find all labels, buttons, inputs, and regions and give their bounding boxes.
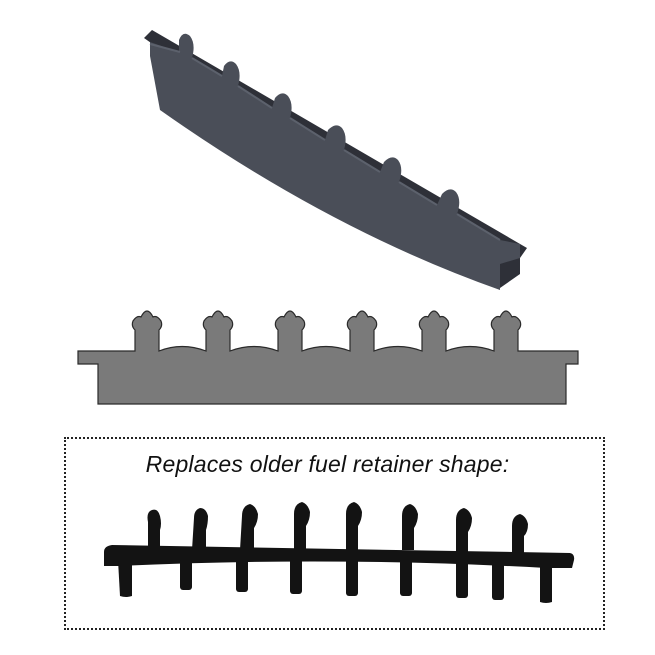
old-retainer-leg (346, 558, 358, 596)
old-retainer-leg (400, 558, 412, 596)
new-retainer-3d-view (144, 30, 527, 290)
old-retainer-leg (456, 558, 468, 598)
old-retainer-leg (290, 558, 302, 594)
old-retainer-leg (180, 558, 192, 590)
old-retainer-left-foot (118, 560, 132, 597)
new-retainer-profile (77, 310, 579, 405)
retainer-3d-highlight (149, 43, 501, 241)
old-retainer-teeth (147, 502, 528, 554)
comparison-box (64, 437, 605, 630)
old-retainer-leg (492, 558, 504, 600)
old-retainer-shape (104, 502, 575, 603)
old-retainer-leg (236, 558, 248, 592)
caption-text: Replaces older fuel retainer shape: (145, 451, 510, 477)
profile-body (77, 310, 579, 405)
retainer-3d-face (150, 33, 520, 290)
old-retainer-right-foot (540, 562, 552, 603)
